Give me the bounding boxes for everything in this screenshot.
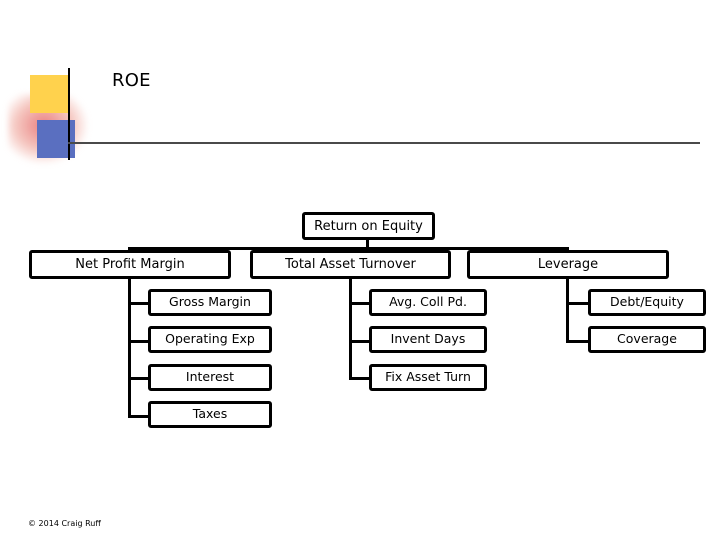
node-avg-coll-pd[interactable]: Avg. Coll Pd.: [369, 289, 487, 316]
connector-spine-total-asset-turnover: [349, 279, 352, 380]
decoration-blur-shape: [8, 94, 88, 164]
connector-root-stem: [366, 239, 369, 247]
connector-elbow-interest: [128, 377, 150, 380]
decoration-vertical-line: [68, 68, 70, 160]
connector-spine-net-profit-margin: [128, 279, 131, 418]
connector-elbow-debt-equity: [566, 302, 590, 305]
node-fix-asset-turn[interactable]: Fix Asset Turn: [369, 364, 487, 391]
connector-level1-bus: [128, 247, 568, 250]
title-horizontal-rule: [68, 142, 700, 144]
connector-drop-total-asset-turnover: [349, 247, 352, 252]
node-coverage[interactable]: Coverage: [588, 326, 706, 353]
title-decoration: [0, 60, 120, 170]
connector-elbow-avg-coll-pd: [349, 302, 371, 305]
node-leverage[interactable]: Leverage: [467, 250, 669, 279]
decoration-yellow-square: [30, 75, 68, 113]
page-title: ROE: [112, 70, 151, 91]
node-operating-exp[interactable]: Operating Exp: [148, 326, 272, 353]
node-invent-days[interactable]: Invent Days: [369, 326, 487, 353]
node-total-asset-turnover[interactable]: Total Asset Turnover: [250, 250, 451, 279]
connector-drop-leverage: [566, 247, 569, 252]
connector-elbow-invent-days: [349, 340, 371, 343]
copyright-footer: © 2014 Craig Ruff: [28, 519, 101, 528]
connector-elbow-coverage: [566, 340, 590, 343]
node-return-on-equity[interactable]: Return on Equity: [302, 212, 435, 240]
connector-spine-leverage: [566, 279, 569, 343]
connector-elbow-fix-asset-turn: [349, 377, 371, 380]
node-net-profit-margin[interactable]: Net Profit Margin: [29, 250, 231, 279]
connector-elbow-taxes: [128, 415, 150, 418]
decoration-blue-square: [37, 120, 75, 158]
node-gross-margin[interactable]: Gross Margin: [148, 289, 272, 316]
connector-elbow-gross-margin: [128, 302, 150, 305]
node-taxes[interactable]: Taxes: [148, 401, 272, 428]
connector-drop-net-profit-margin: [128, 247, 131, 252]
node-interest[interactable]: Interest: [148, 364, 272, 391]
connector-elbow-operating-exp: [128, 340, 150, 343]
node-debt-equity[interactable]: Debt/Equity: [588, 289, 706, 316]
